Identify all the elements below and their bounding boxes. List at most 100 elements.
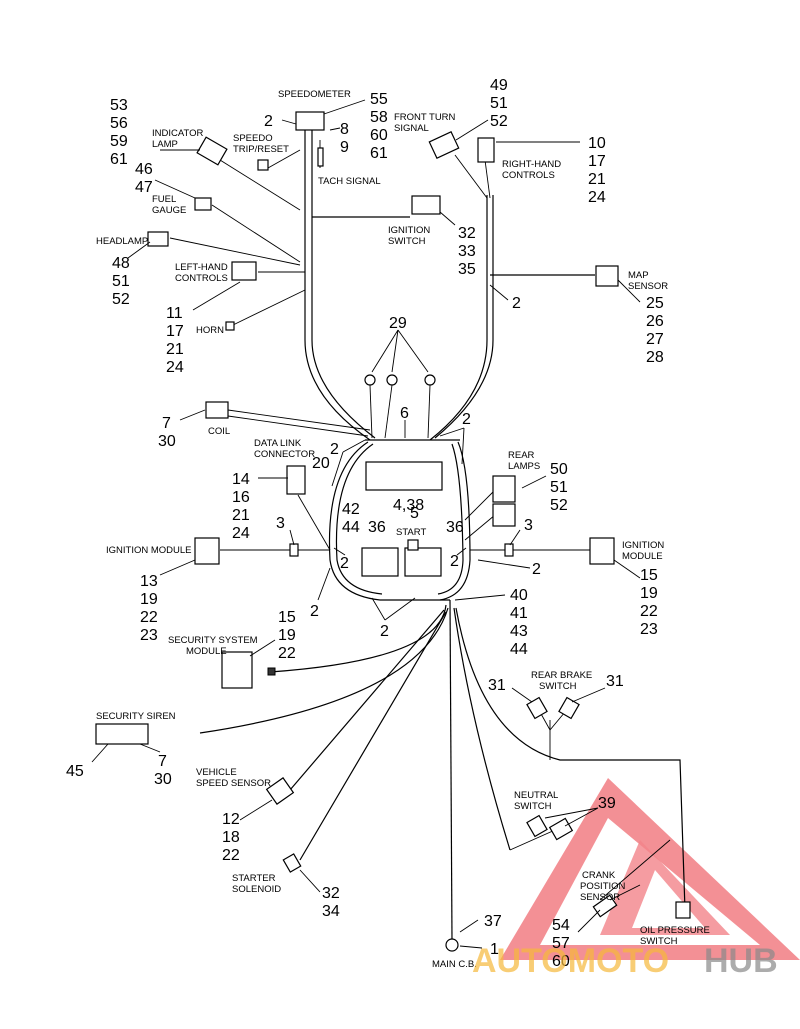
- callout-headlamp-51: 51: [112, 273, 130, 290]
- label-indicator-1: INDICATOR: [152, 128, 204, 139]
- callout-map-27: 27: [646, 331, 664, 348]
- callout-center-4-38: 4,38: [393, 497, 424, 514]
- callout-fuel-47: 47: [135, 179, 153, 196]
- label-ign-module-right-2: MODULE: [622, 551, 663, 562]
- callout-siren-7: 7: [158, 753, 167, 770]
- callout-vss-12: 12: [222, 811, 240, 828]
- callout-rh-41: 41: [510, 605, 528, 622]
- label-ignition-switch-2: SWITCH: [388, 236, 426, 247]
- label-front-turn-2: SIGNAL: [394, 123, 429, 134]
- callout-coil-7: 7: [162, 415, 171, 432]
- leader-right-mid-2: [456, 547, 467, 556]
- leader-right-harness: [454, 594, 506, 601]
- callout-rear-brake-31-left: 31: [488, 677, 506, 694]
- label-speedometer: SPEEDOMETER: [278, 89, 351, 100]
- security-siren: [95, 723, 149, 745]
- label-fuel-1: FUEL: [152, 194, 176, 205]
- starter-wire: [299, 611, 447, 861]
- leader-rear-lamps: [521, 475, 547, 489]
- trip-wire: [267, 149, 301, 169]
- leader-crank: [577, 909, 601, 933]
- watermark-text-hub: HUB: [704, 942, 778, 980]
- leader-lines: [91, 99, 641, 949]
- callout-dl-14: 14: [232, 471, 250, 488]
- label-headlamp: HEADLAMP: [96, 236, 148, 247]
- label-ign-module-right-1: IGNITION: [622, 540, 664, 551]
- label-front-turn-1: FRONT TURN: [394, 112, 456, 123]
- label-fuel-2: GAUGE: [152, 205, 186, 216]
- label-horn: HORN: [196, 325, 224, 336]
- label-oil-pressure-2: SWITCH: [640, 936, 678, 947]
- security-inline-plug: [267, 667, 276, 676]
- callout-lh-17: 17: [166, 323, 184, 340]
- callout-dl-24: 24: [232, 525, 250, 542]
- rear-brake-switch-left: [526, 696, 548, 720]
- label-vss-2: SPEED SENSOR: [196, 778, 271, 789]
- callout-relay-44: 44: [342, 519, 360, 536]
- callout-speedo-61: 61: [370, 145, 388, 162]
- callout-ign-left-23: 23: [140, 627, 158, 644]
- label-data-link-1: DATA LINK: [254, 438, 302, 449]
- callout-headlamp-52: 52: [112, 291, 130, 308]
- callout-rh-44: 44: [510, 641, 528, 658]
- fuel-wire: [211, 204, 301, 263]
- callout-main-37: 37: [484, 913, 502, 930]
- label-crank-3: SENSOR: [580, 892, 620, 903]
- callout-rh-10: 10: [588, 135, 606, 152]
- leader-ring-terminals: [371, 329, 429, 373]
- label-map-1: MAP: [628, 270, 649, 281]
- callout-siren-30: 30: [154, 771, 172, 788]
- callout-rh-24: 24: [588, 189, 606, 206]
- watermark-triangle-inner: [540, 818, 760, 945]
- rear-lamp-wire-2: [464, 514, 496, 541]
- headlamp-wire: [169, 237, 301, 266]
- callout-fuel-46: 46: [135, 161, 153, 178]
- label-start: START: [396, 527, 426, 538]
- callout-vss-22: 22: [222, 847, 240, 864]
- right-loop-wire: [439, 441, 471, 601]
- callout-left-3: 3: [276, 515, 285, 532]
- components: [95, 111, 691, 952]
- callout-front-turn-49: 49: [490, 77, 508, 94]
- data-link-wire: [297, 494, 331, 551]
- callout-rear-lamps-52: 52: [550, 497, 568, 514]
- label-rear-brake-1: REAR BRAKE: [531, 670, 592, 681]
- callout-crank-60: 60: [552, 953, 570, 970]
- leader-left-mid-2: [333, 547, 346, 556]
- watermark-text: AUTOMOTO HUB: [472, 942, 778, 980]
- leader-starter: [299, 869, 321, 893]
- watermark-text-automoto: AUTOMOTO: [472, 942, 669, 980]
- callout-neutral-39: 39: [598, 795, 616, 812]
- callout-ign-right-15: 15: [640, 567, 658, 584]
- callout-relay-36-right: 36: [446, 519, 464, 536]
- leader-left-low-2: [317, 567, 331, 601]
- coil-wire: [227, 409, 371, 431]
- leader-map-2: [489, 284, 509, 301]
- ring-lead-3: [427, 384, 431, 439]
- leader-siren-group: [139, 743, 161, 753]
- rh-controls-connector: [477, 137, 495, 163]
- leader-main-37: [459, 919, 479, 933]
- callout-ign-switch-32: 32: [458, 225, 476, 242]
- rear-lamp-wire: [464, 489, 496, 521]
- label-security-2: MODULE: [186, 646, 227, 657]
- label-speedo-trip-2: TRIP/RESET: [233, 144, 289, 155]
- fuse-block-box: [365, 461, 443, 491]
- map-sensor-connector: [595, 265, 619, 287]
- coil-connector: [205, 401, 229, 419]
- rh-controls-wire: [484, 159, 491, 199]
- leader-ignition-switch: [439, 211, 456, 226]
- callout-crank-57: 57: [552, 935, 570, 952]
- label-rh-controls-1: RIGHT-HAND: [502, 159, 561, 170]
- callout-indicator-56: 56: [110, 115, 128, 132]
- leader-upper-right-2: [439, 427, 465, 465]
- label-rh-controls-2: CONTROLS: [502, 170, 555, 181]
- crank-wire: [599, 839, 671, 901]
- callout-dl-21: 21: [232, 507, 250, 524]
- leader-siren-45: [91, 743, 109, 763]
- callout-speedo-60: 60: [370, 127, 388, 144]
- leader-bottom-center-2: [371, 597, 416, 621]
- callout-rh-17: 17: [588, 153, 606, 170]
- callout-right-mid-2: 2: [450, 553, 459, 570]
